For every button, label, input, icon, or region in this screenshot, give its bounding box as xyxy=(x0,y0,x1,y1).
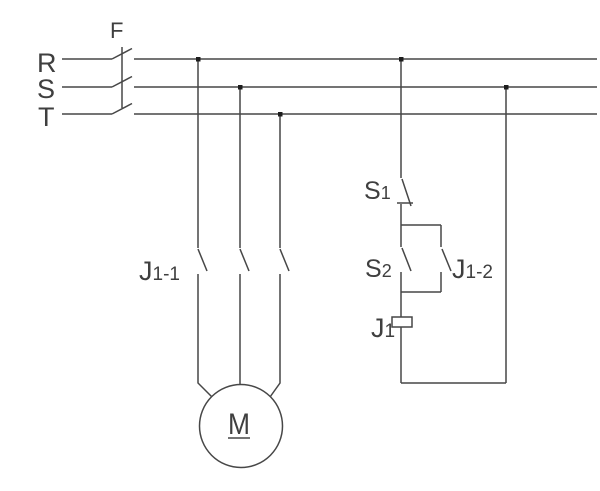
phase-t-label: T xyxy=(38,102,55,132)
control-branch-wire xyxy=(391,59,413,383)
holding-contact-blade xyxy=(441,248,452,272)
phase-r-bus-line xyxy=(62,47,597,60)
holding-contact-branch xyxy=(401,224,452,293)
junction-dot xyxy=(504,85,509,90)
phase-r-label: R xyxy=(37,48,57,78)
main-contactor-label: J1-1 xyxy=(139,256,180,286)
fuse-switch-label: F xyxy=(110,18,123,43)
motor-symbol xyxy=(198,383,284,469)
phase-s-label: S xyxy=(37,74,55,104)
motor-phase-wire-3 xyxy=(269,114,290,398)
phase-t-bus-line xyxy=(62,102,597,115)
junction-dot xyxy=(399,57,404,62)
motor-label: M xyxy=(228,408,250,441)
junction-dot xyxy=(238,85,243,90)
motor-phase-wire-1 xyxy=(197,59,213,398)
relay-coil-label: J1 xyxy=(371,313,395,343)
holding-contact-label: J1-2 xyxy=(452,254,493,284)
phase-s-bus-line xyxy=(62,75,597,88)
junction-dot xyxy=(278,112,283,117)
relay-coil-symbol xyxy=(391,316,413,328)
start-button-label: S2 xyxy=(365,255,392,283)
stop-button-label: S1 xyxy=(364,177,391,205)
start-button-blade xyxy=(401,247,412,272)
junction-dot xyxy=(196,57,201,62)
motor-phase-wire-2 xyxy=(239,87,250,385)
stop-button-blade xyxy=(401,178,412,207)
connection-dots xyxy=(196,57,509,117)
control-return-wire xyxy=(401,87,507,384)
